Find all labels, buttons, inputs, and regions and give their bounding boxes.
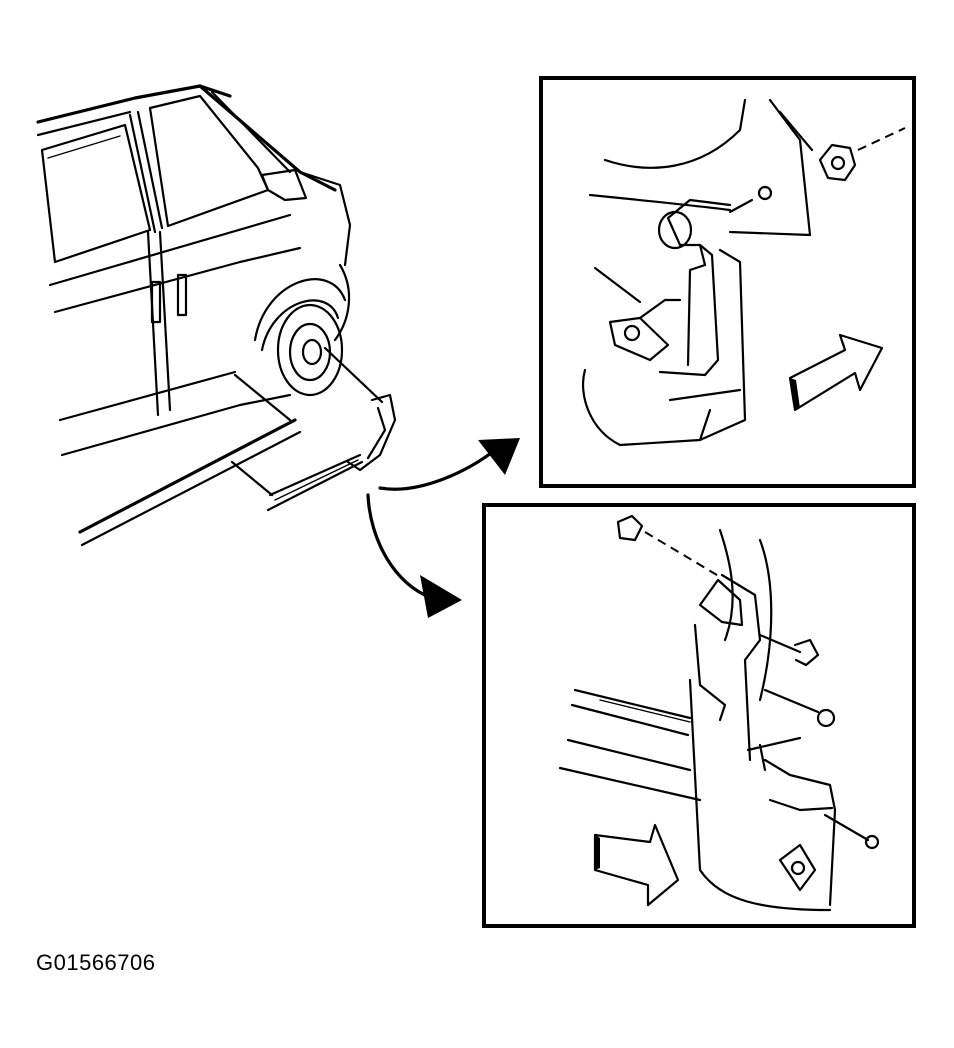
upper-detail-panel — [539, 76, 916, 488]
curved-arrow-to-upper-detail — [378, 438, 520, 491]
van-side-view — [36, 84, 397, 547]
figure-id-label: G01566706 — [36, 950, 156, 975]
curved-arrow-to-lower-detail — [366, 493, 462, 618]
lower-detail-panel — [482, 503, 916, 928]
